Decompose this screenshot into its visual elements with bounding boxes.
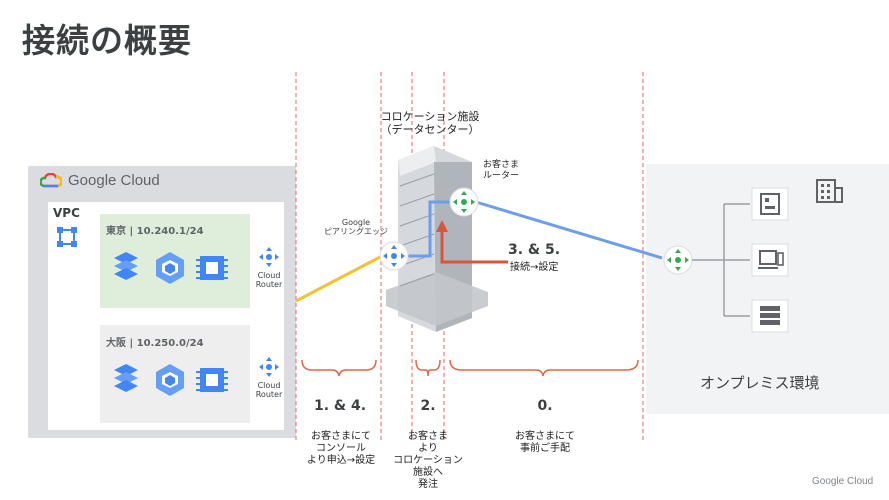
blue-link [475, 200, 663, 260]
kubernetes-icon [156, 252, 184, 284]
compute-icon [114, 364, 138, 392]
peering-edge-line2: ピアリングエッジ [324, 227, 388, 236]
onprem-label: オンプレミス環境 [700, 374, 820, 392]
step-2-line: より [418, 443, 438, 454]
cross-connect-link [404, 200, 452, 258]
cloud-router-icon [259, 357, 279, 377]
step-1-4-line: コンソール [316, 443, 366, 454]
cpu-icon [196, 256, 228, 280]
customer-router-icon [449, 187, 479, 217]
server-icon [751, 187, 789, 221]
rack-icon [751, 299, 789, 333]
brace-step-1 [301, 359, 377, 377]
onprem-router-icon [663, 245, 693, 275]
building-icon [816, 179, 843, 203]
step-braces [301, 359, 639, 377]
brace-step-2 [415, 359, 441, 377]
onprem-tree [692, 203, 750, 317]
customer-router-label: お客さま ルーター [474, 160, 528, 182]
step-0-number: 0. [537, 398, 553, 414]
peering-edge-icon [379, 241, 409, 271]
region-tokyo-label: 東京 | 10.240.1/24 [106, 226, 204, 237]
colocation-title: コロケーション施設 （データセンター） [360, 110, 500, 136]
kubernetes-icon [156, 364, 184, 396]
step-2-line: 施設へ [413, 467, 443, 478]
step-2-line: お客さま [408, 431, 448, 442]
peering-edge-line1: Google [341, 218, 371, 227]
page-title: 接続の概要 [22, 21, 192, 60]
peering-edge-label: Google ピアリングエッジ [316, 218, 396, 236]
google-cloud-logo-text: Google Cloud [68, 172, 160, 189]
step-1-4-line: お客さまにて [311, 431, 371, 442]
step-0-line: お客さまにて [515, 431, 575, 442]
step-2-note: お客さま より コロケーション 施設へ 発注 [378, 431, 478, 491]
step-0-note: お客さまにて 事前ご手配 [500, 431, 590, 455]
yellow-link [295, 254, 383, 303]
vpc-icon [57, 227, 77, 247]
region-osaka-label: 大阪 | 10.250.0/24 [106, 338, 204, 349]
step-2-line: 発注 [418, 479, 438, 490]
cloud-logo-icon [40, 173, 62, 188]
google-cloud-logo: Google Cloud [40, 172, 160, 189]
tokyo-service-icons [114, 252, 228, 284]
footer-logo-text: Google Cloud [812, 476, 874, 487]
step-1-4-number: 1. & 4. [313, 398, 367, 414]
colocation-title-line2: （データセンター） [380, 123, 480, 136]
step-2-number: 2. [420, 398, 436, 414]
step-1-4-note: お客さまにて コンソール より申込→設定 [296, 431, 386, 467]
step-0-line: 事前ご手配 [520, 443, 570, 454]
step-2-line: コロケーション [393, 455, 463, 466]
laptop-icon [751, 243, 789, 277]
vpc-label: VPC [53, 206, 80, 220]
step-3-5-number: 3. & 5. [508, 242, 561, 258]
cpu-icon [196, 368, 228, 392]
step-3-5-text: 接続→設定 [510, 262, 559, 273]
cloud-router-icon [259, 247, 279, 267]
customer-router-line2: ルーター [482, 171, 519, 181]
step-arrow [436, 220, 508, 264]
customer-router-line1: お客さま [482, 160, 519, 170]
osaka-service-icons [114, 364, 228, 396]
datacenter-tower-icon [386, 146, 488, 332]
compute-icon [114, 252, 138, 280]
colocation-title-line1: コロケーション施設 [380, 110, 480, 123]
step-1-4-line: より申込→設定 [306, 455, 376, 466]
brace-step-3 [449, 359, 639, 377]
